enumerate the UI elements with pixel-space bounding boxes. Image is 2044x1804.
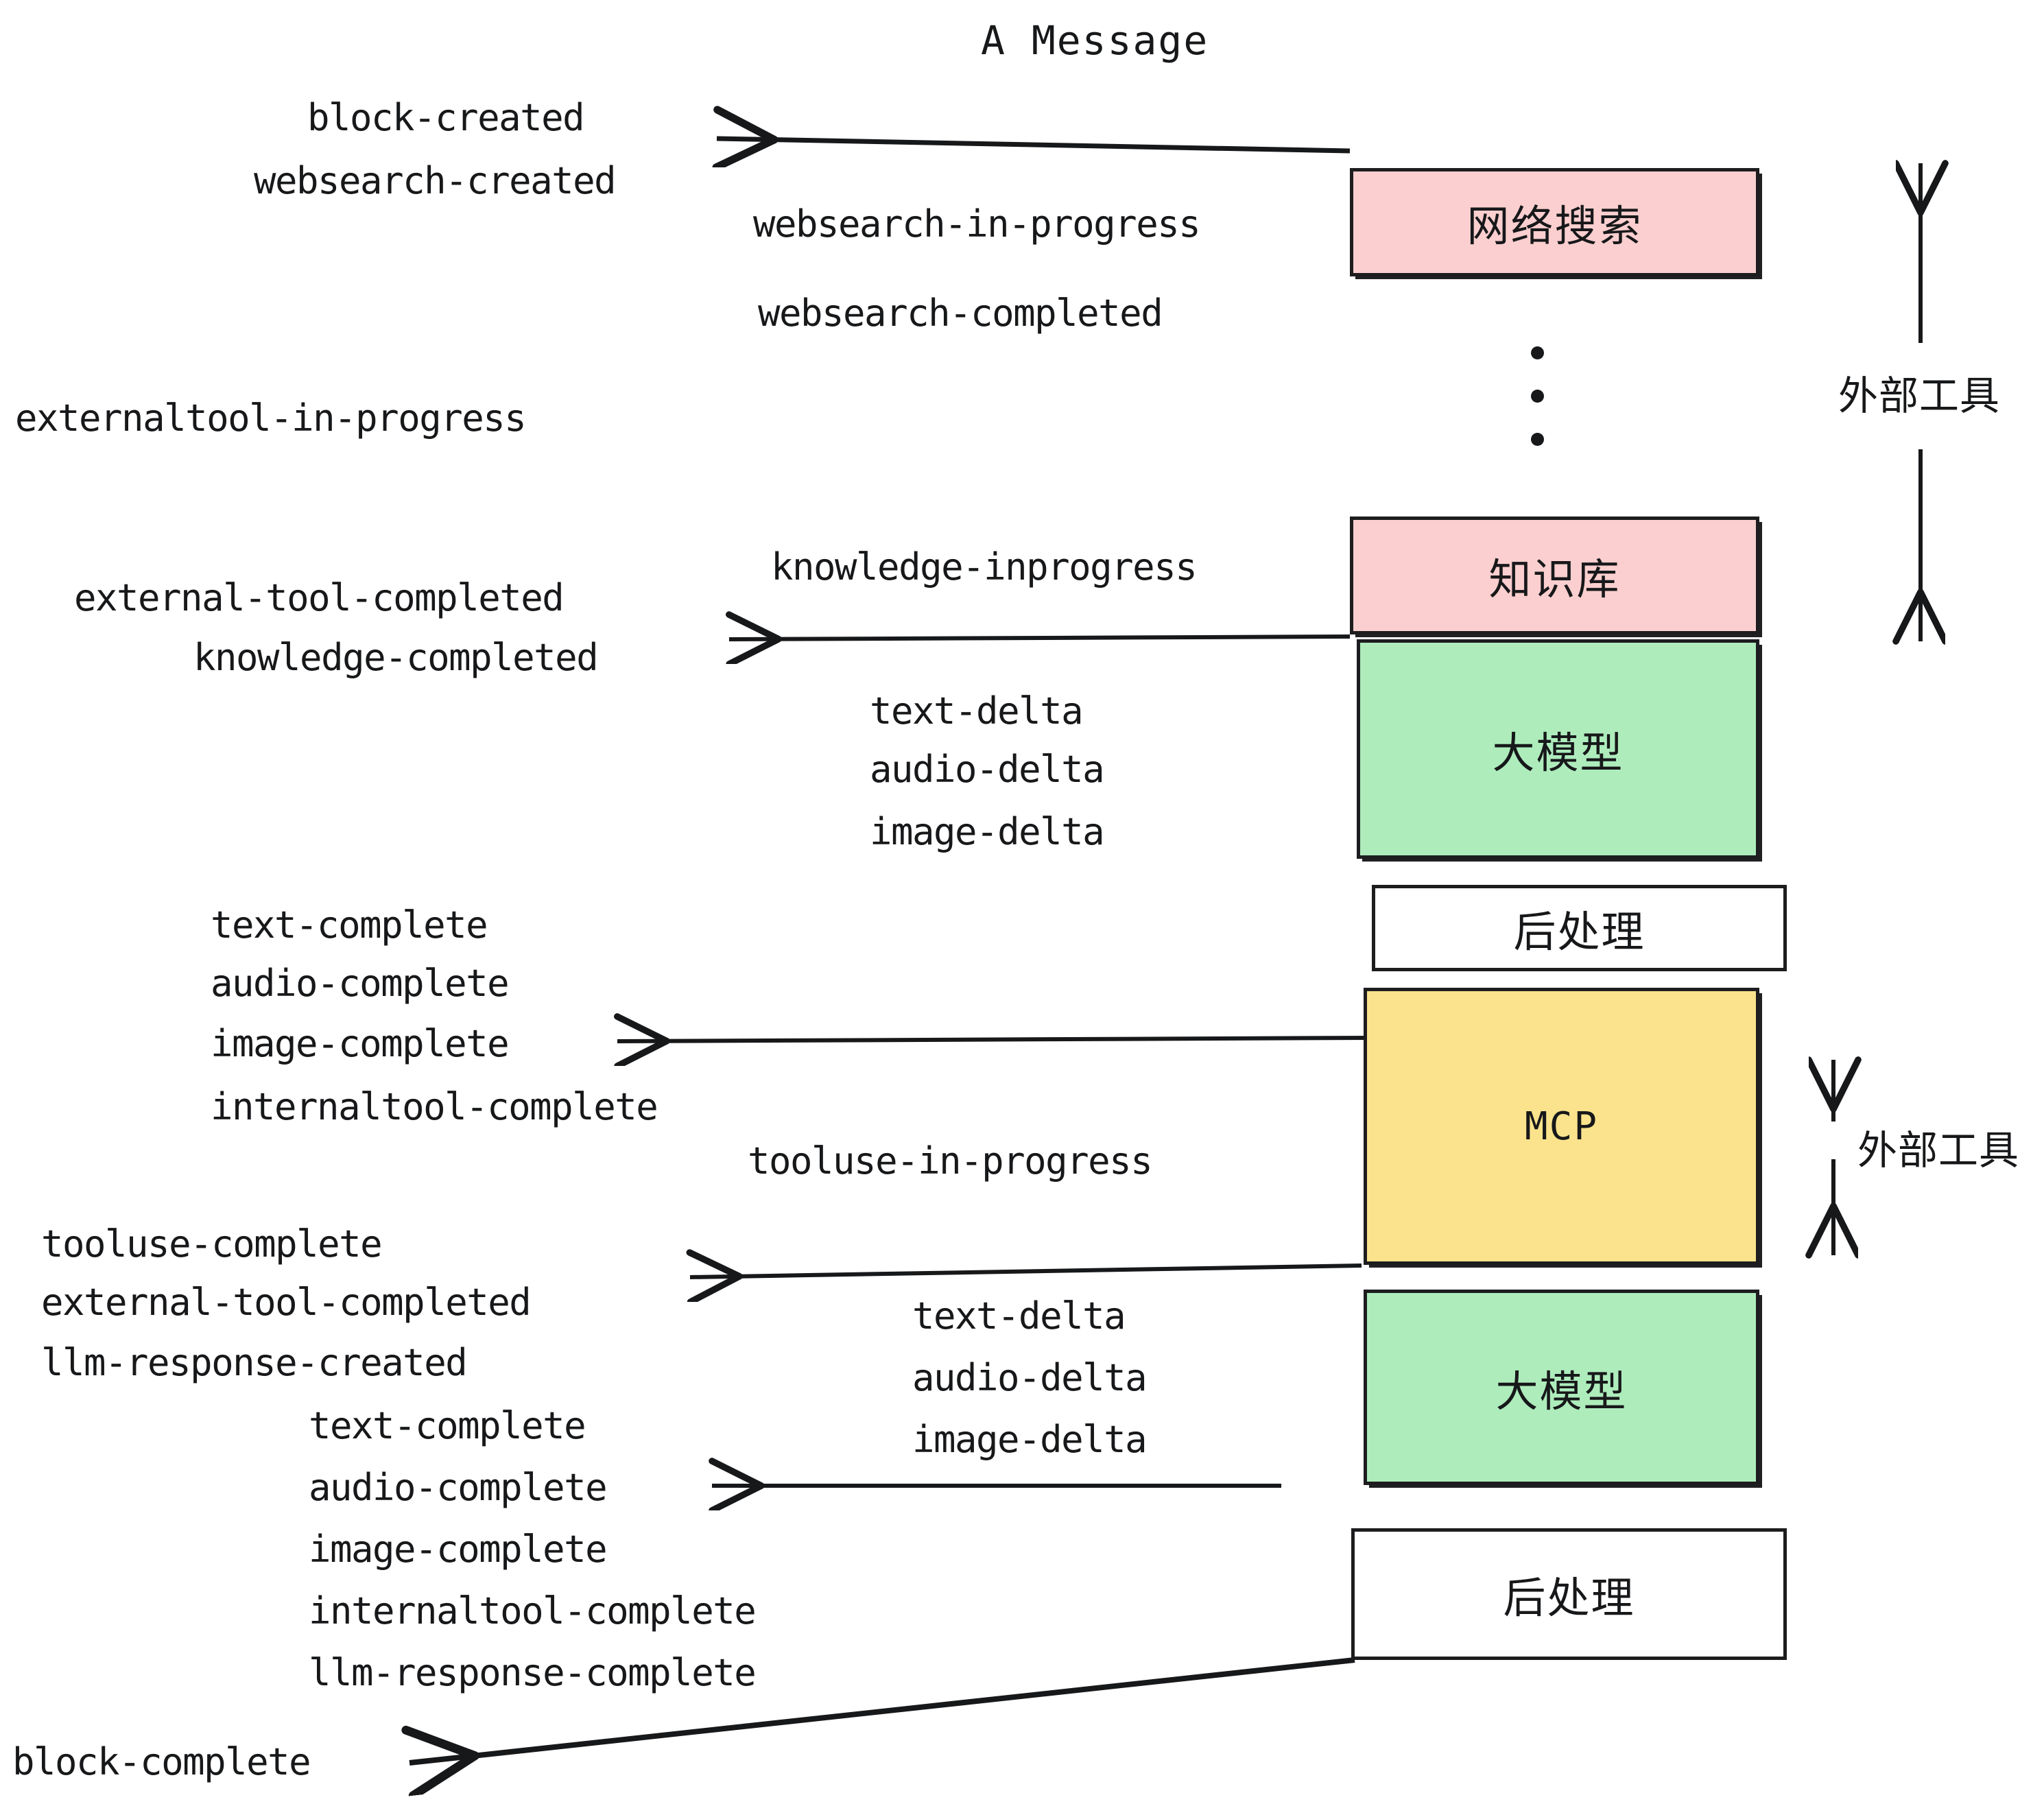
event-tooluse-complete: tooluse-complete <box>41 1222 383 1266</box>
event-websearch-completed: websearch-completed <box>758 292 1163 335</box>
event-image-complete-2: image-complete <box>309 1528 608 1571</box>
event-audio-delta-1: audio-delta <box>870 748 1105 791</box>
annotation-external-tool-bottom: 外部工具 <box>1857 1127 2020 1174</box>
event-llm-response-created: llm-response-created <box>41 1341 468 1384</box>
node-llm-2-label: 大模型 <box>1495 1366 1628 1416</box>
annotation-external-tool-top: 外部工具 <box>1838 372 2001 419</box>
event-websearch-in-progress: websearch-in-progress <box>753 202 1201 246</box>
event-audio-complete-1: audio-complete <box>211 962 510 1005</box>
arrow-mcp-to-tooluse-complete <box>690 1266 1362 1277</box>
event-text-complete-2: text-complete <box>309 1404 586 1447</box>
node-knowledge-label: 知识库 <box>1488 554 1621 604</box>
diagram-title: A Message <box>981 17 1209 64</box>
arrow-postprocess1-to-imagecomplete <box>617 1038 1372 1041</box>
event-image-delta-1: image-delta <box>870 810 1105 853</box>
event-text-delta-2: text-delta <box>912 1294 1126 1338</box>
event-audio-delta-2: audio-delta <box>912 1356 1148 1399</box>
event-text-delta-1: text-delta <box>870 689 1084 733</box>
event-internaltool-complete-1: internaltool-complete <box>211 1085 658 1128</box>
node-postprocess-1-label: 后处理 <box>1513 907 1645 957</box>
event-block-created: block-created <box>307 96 585 139</box>
event-audio-complete-2: audio-complete <box>309 1466 608 1509</box>
node-knowledge[interactable]: 知识库 <box>1350 517 1759 634</box>
node-postprocess-1[interactable]: 后处理 <box>1372 885 1787 971</box>
event-text-complete-1: text-complete <box>211 903 488 947</box>
arrow-websearch-to-blockcreated <box>717 139 1351 151</box>
node-llm-1-label: 大模型 <box>1492 728 1624 778</box>
event-external-tool-completed-1: external-tool-completed <box>74 576 565 619</box>
event-block-complete: block-complete <box>12 1740 311 1783</box>
event-internaltool-complete-2: internaltool-complete <box>309 1589 757 1633</box>
event-external-tool-completed-2: external-tool-completed <box>41 1281 532 1324</box>
ellipsis-dot <box>1531 346 1544 359</box>
node-llm-1[interactable]: 大模型 <box>1357 639 1759 859</box>
vertical-ellipsis <box>1531 346 1544 446</box>
node-websearch[interactable]: 网络搜索 <box>1350 168 1759 276</box>
node-mcp-label: MCP <box>1524 1104 1599 1149</box>
event-externaltool-in-progress: externaltool-in-progress <box>15 396 527 440</box>
arrow-knowledge-to-completed <box>729 637 1351 639</box>
event-image-complete-1: image-complete <box>211 1022 510 1065</box>
event-knowledge-completed: knowledge-completed <box>193 636 599 679</box>
event-tooluse-in-progress: tooluse-in-progress <box>748 1139 1153 1183</box>
event-knowledge-inprogress: knowledge-inprogress <box>771 545 1198 589</box>
node-mcp[interactable]: MCP <box>1364 988 1759 1265</box>
event-llm-response-complete: llm-response-complete <box>309 1651 757 1694</box>
event-image-delta-2: image-delta <box>912 1418 1148 1461</box>
ellipsis-dot <box>1531 390 1544 403</box>
node-postprocess-2[interactable]: 后处理 <box>1351 1528 1787 1660</box>
node-llm-2[interactable]: 大模型 <box>1364 1290 1759 1485</box>
ellipsis-dot <box>1531 433 1544 446</box>
event-websearch-created: websearch-created <box>254 159 617 202</box>
node-websearch-label: 网络搜索 <box>1466 201 1643 251</box>
node-postprocess-2-label: 后处理 <box>1503 1573 1635 1623</box>
